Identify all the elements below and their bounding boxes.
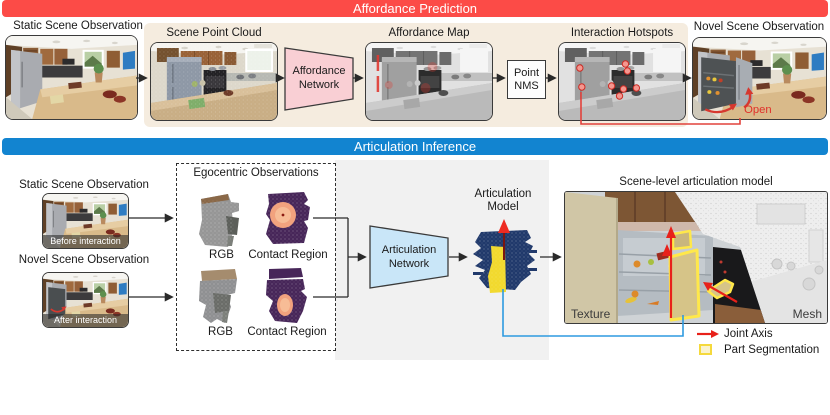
egocentric-observations-box [176, 163, 336, 351]
novel-scene-observation-label: Novel Scene Observation [693, 21, 825, 33]
interaction-hotspots-image [558, 42, 686, 121]
affordance-banner: Affordance Prediction [2, 0, 828, 17]
hotspot-dots [576, 60, 641, 100]
static-scene-observation-label: Static Scene Observation [13, 20, 143, 32]
articulation-model-pointcloud [471, 216, 539, 298]
contact-region-label-2: Contact Region [247, 326, 327, 338]
articulation-model-label: Articulation Model [474, 188, 532, 213]
rgb-pointcloud [199, 194, 239, 247]
contact-region-pointcloud [266, 268, 307, 323]
scene-point-cloud-image [150, 42, 278, 121]
before-interaction-caption: Before interaction [43, 235, 128, 248]
kitchen-open-fridge-render: Open [693, 38, 826, 119]
egocentric-observations-label: Egocentric Observations [193, 167, 319, 179]
rgb-label-1: RGB [209, 249, 234, 261]
part-segmentation-legend-label: Part Segmentation [724, 344, 820, 356]
articulation-network-trapezoid [369, 225, 449, 289]
affordance-network-label: Affordance Network [292, 65, 346, 91]
articulation-banner: Articulation Inference [2, 138, 828, 155]
affordance-network-trapezoid [284, 47, 354, 111]
rgb-image-2 [197, 267, 244, 325]
scene-level-articulation-model-label: Scene-level articulation model [619, 176, 773, 188]
articulation-network-label: Articulation Network [381, 244, 437, 270]
open-label: Open [744, 104, 771, 116]
static-scene-observation-image [5, 35, 138, 120]
novel-scene-observation-bottom-label: Novel Scene Observation [18, 254, 150, 266]
contact-region-image-2 [263, 267, 310, 325]
point-nms-box: Point NMS [507, 60, 546, 99]
texture-mesh-render [565, 192, 827, 323]
kitchen-after-render [43, 273, 128, 327]
after-interaction-caption: After interaction [43, 314, 128, 327]
novel-scene-observation-image: Open [692, 37, 827, 120]
static-scene-observation-bottom-label: Static Scene Observation [19, 179, 149, 191]
joint-axis-legend-label: Joint Axis [724, 328, 773, 340]
articulation-model-render [473, 219, 537, 293]
part-segmentation-icon [699, 344, 712, 355]
rgb-pointcloud [199, 269, 237, 323]
texture-label: Texture [571, 307, 611, 321]
affordance-map-image [365, 42, 493, 121]
contact-region-label-1: Contact Region [248, 249, 328, 261]
mesh-label: Mesh [792, 307, 822, 321]
affordance-heat-marks [376, 55, 438, 93]
contact-region-pointcloud [266, 192, 310, 244]
contact-region-image-1 [264, 190, 312, 246]
kitchen-pointcloud-render [151, 43, 277, 120]
interaction-hotspots-label: Interaction Hotspots [570, 27, 674, 39]
rgb-label-2: RGB [208, 326, 233, 338]
open-fridge-overlay [701, 57, 753, 112]
kitchen-render [6, 36, 137, 119]
before-interaction-image: Before interaction [42, 193, 129, 249]
rgb-image-1 [198, 190, 245, 248]
affordance-map-label: Affordance Map [388, 27, 470, 39]
joint-axis-icon [697, 330, 719, 338]
scene-level-articulation-model-image [564, 191, 828, 324]
after-interaction-image: After interaction [42, 272, 129, 328]
scene-point-cloud-label: Scene Point Cloud [166, 27, 262, 39]
